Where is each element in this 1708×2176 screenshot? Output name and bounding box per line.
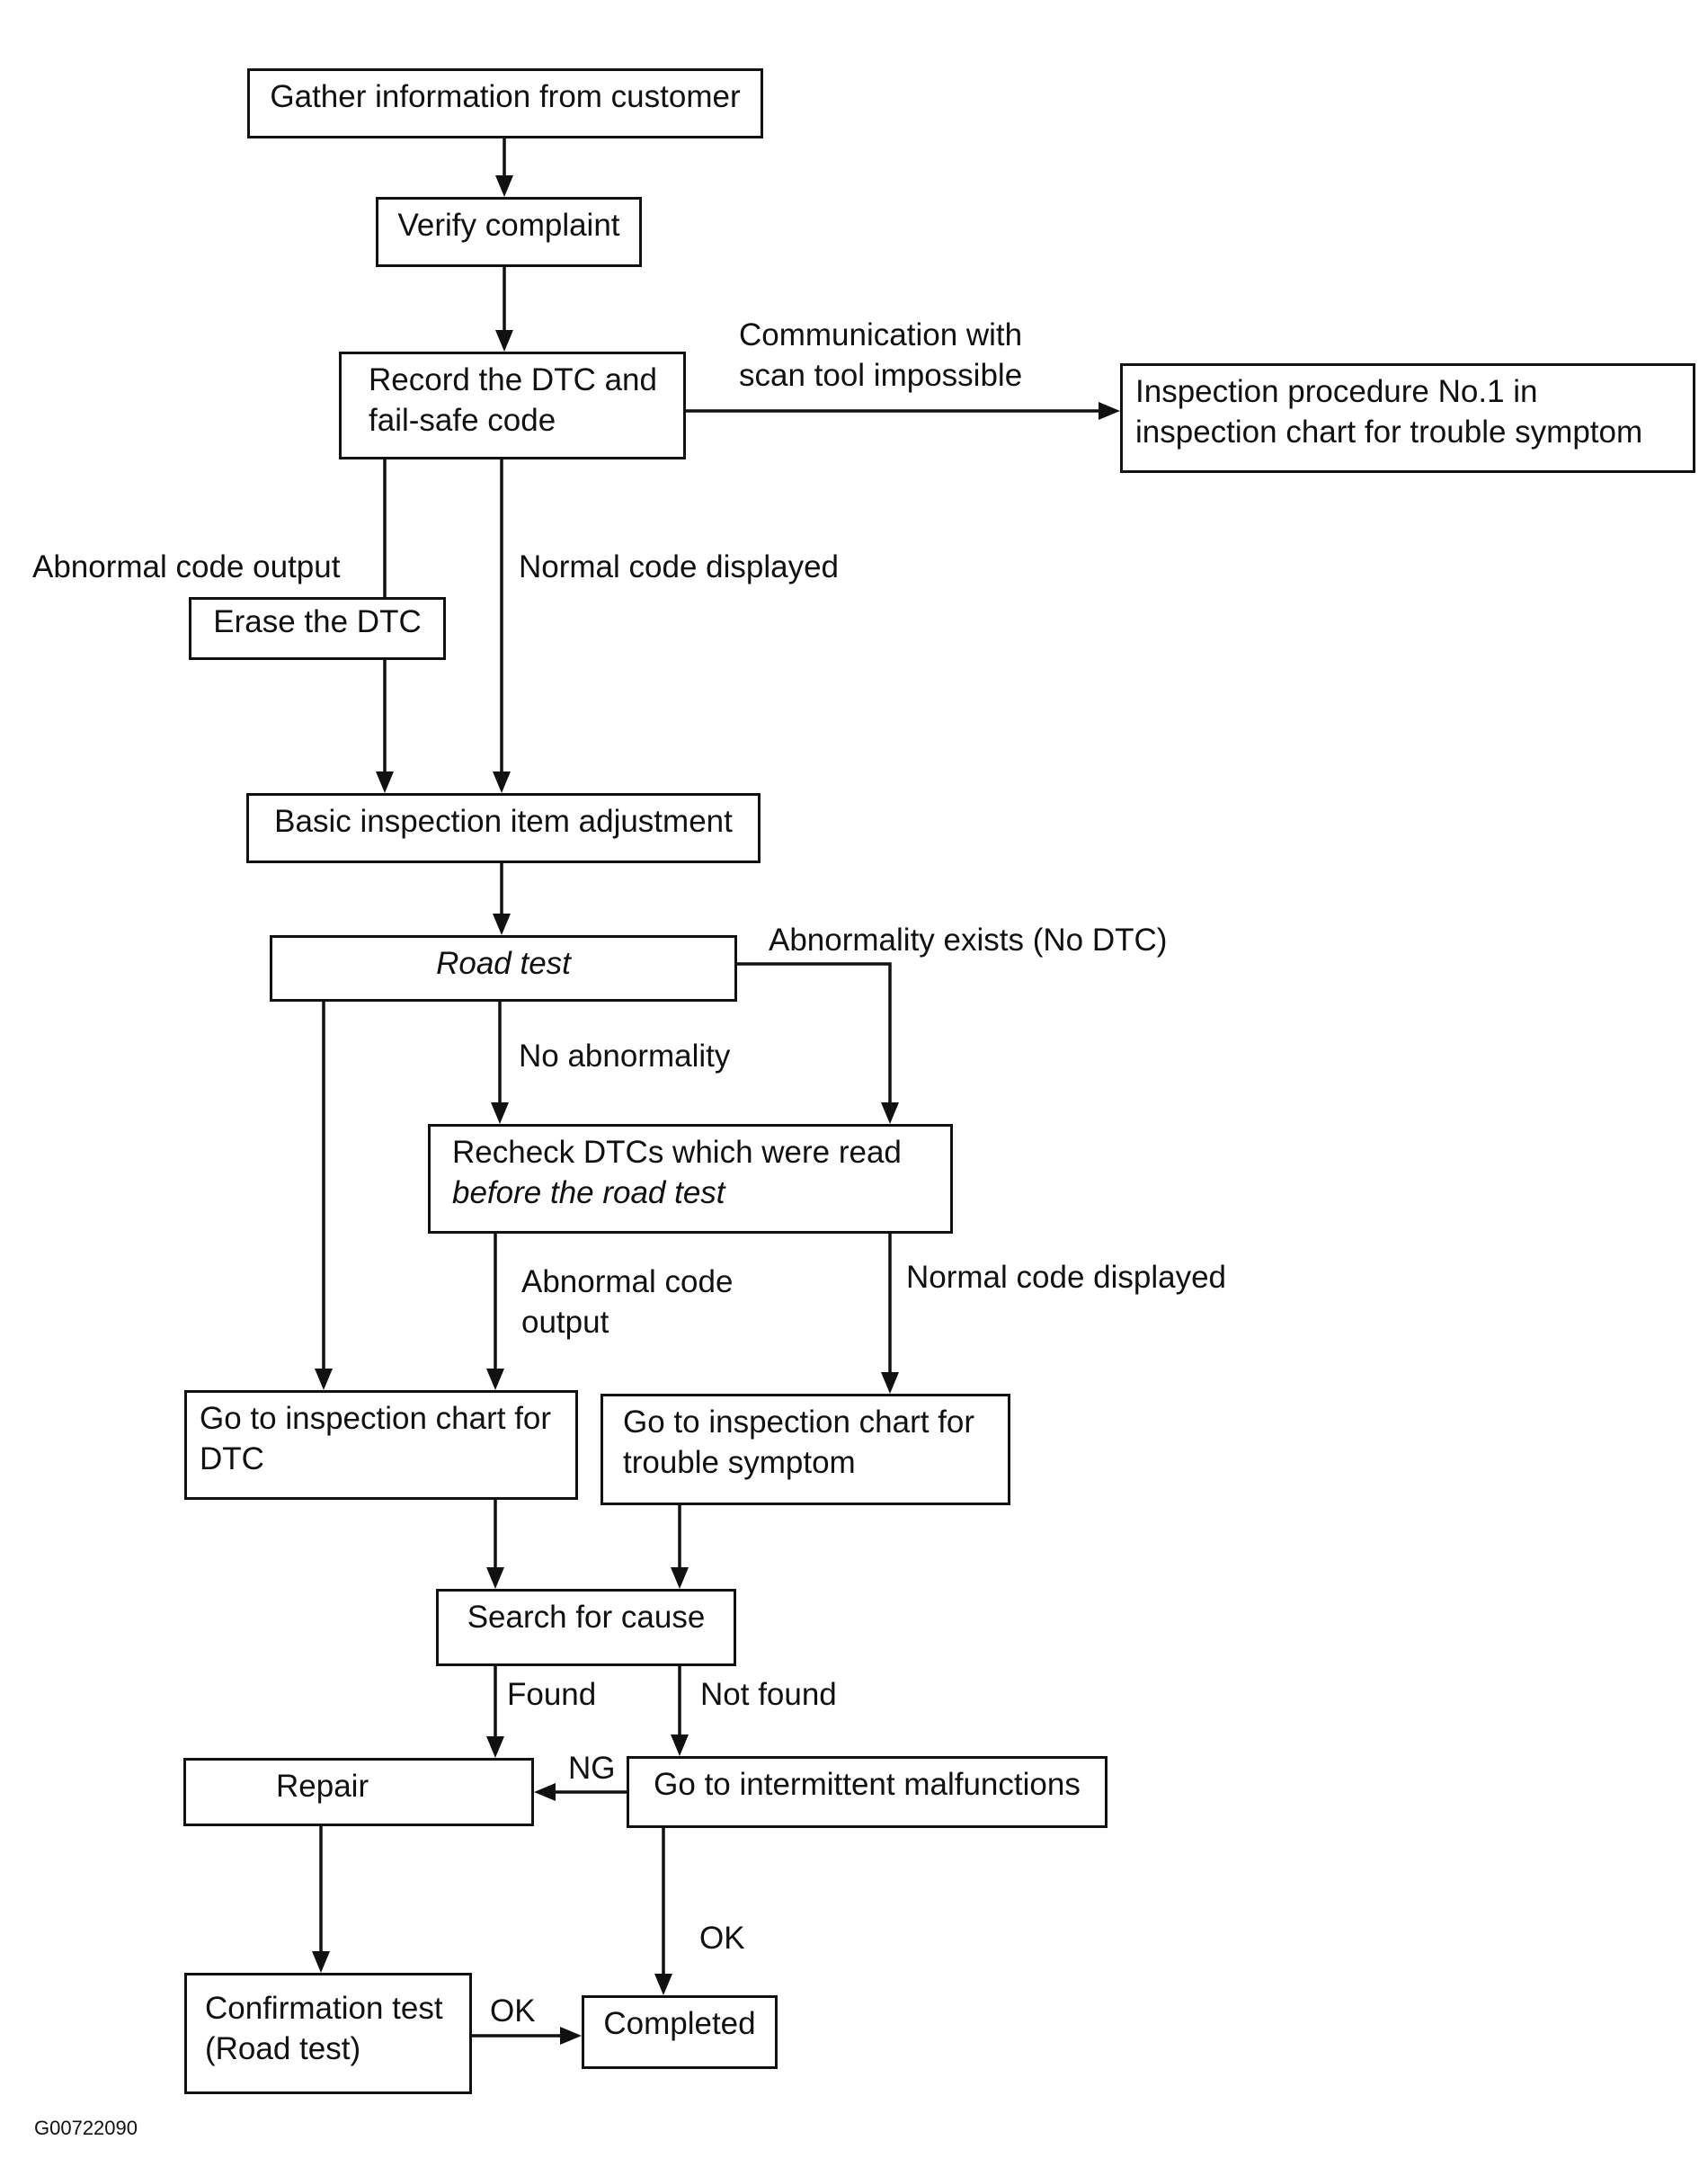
arrowhead xyxy=(486,1567,504,1589)
go-to-dtc-chart-box: Go to inspection chart for DTC xyxy=(184,1390,578,1500)
arrowhead xyxy=(881,1372,899,1394)
label-normal-code-displayed: Normal code displayed xyxy=(519,549,840,584)
arrow-intermittent-to-completed xyxy=(654,1828,672,1995)
arrow-repair-to-confirmation xyxy=(312,1826,330,1973)
arrowhead xyxy=(491,1102,509,1124)
arrow-confirmation-to-completed xyxy=(472,2027,582,2045)
record-dtc-box: Record the DTC and fail-safe code xyxy=(339,352,686,459)
arrowhead xyxy=(654,1974,672,1995)
arrow-gather-to-verify xyxy=(495,138,513,197)
label-found: Found xyxy=(507,1677,597,1712)
arrowhead xyxy=(671,1567,689,1589)
arrowhead xyxy=(495,330,513,352)
arrow-record-to-basic xyxy=(493,459,511,793)
basic-inspection-box: Basic inspection item adjustment xyxy=(246,793,761,863)
figure-id: G00722090 xyxy=(34,2117,138,2139)
recheck-dtcs-box: Recheck DTCs which were read before the … xyxy=(428,1124,953,1234)
confirmation-test-box: Confirmation test (Road test) xyxy=(184,1973,472,2094)
arrowhead xyxy=(671,1735,689,1756)
label-abnormal-code-output: Abnormal code output xyxy=(32,549,341,584)
label-abnormality-exists: Abnormality exists (No DTC) xyxy=(769,923,1168,958)
label-no-abnormality: No abnormality xyxy=(519,1039,731,1074)
arrow-intermittent-to-repair xyxy=(534,1783,627,1801)
road-test-box: Road test xyxy=(270,935,737,1002)
label-normal-code-displayed-2: Normal code displayed xyxy=(906,1260,1227,1295)
go-to-symptom-chart-box: Go to inspection chart for trouble sympt… xyxy=(600,1394,1010,1505)
arrow-search-to-repair xyxy=(486,1666,504,1758)
search-for-cause-box: Search for cause xyxy=(436,1589,736,1666)
arrowhead xyxy=(495,175,513,197)
arrow-symptom-chart-to-search xyxy=(671,1505,689,1589)
label-ok-2: OK xyxy=(490,1993,536,2029)
arrow-road-test-to-recheck-2 xyxy=(737,962,899,1124)
gather-info-box: Gather information from customer xyxy=(247,68,763,138)
label-comm-impossible: Communication with scan tool impossible xyxy=(739,317,1023,393)
arrowhead xyxy=(881,1102,899,1124)
arrow-road-test-to-dtc-chart xyxy=(315,1002,333,1390)
verify-complaint-box: Verify complaint xyxy=(376,197,642,267)
arrowhead xyxy=(493,914,511,935)
inspection-procedure-box: Inspection procedure No.1 in inspection … xyxy=(1120,363,1695,473)
arrow-verify-to-record xyxy=(495,267,513,352)
arrowhead xyxy=(486,1369,504,1390)
arrowhead xyxy=(312,1951,330,1973)
arrowhead xyxy=(560,2027,582,2045)
arrow-basic-to-road-test xyxy=(493,863,511,935)
arrow-recheck-to-symptom-chart xyxy=(881,1234,899,1394)
arrowhead xyxy=(486,1736,504,1758)
label-abnormal-code-output-2: Abnormal code output xyxy=(521,1264,734,1340)
label-not-found: Not found xyxy=(700,1677,837,1712)
arrowhead xyxy=(534,1783,556,1801)
repair-box: Repair xyxy=(183,1758,534,1826)
arrowhead xyxy=(1099,402,1120,420)
arrow-recheck-to-dtc-chart xyxy=(486,1234,504,1390)
arrowhead xyxy=(493,771,511,793)
arrow-erase-to-basic xyxy=(376,660,394,793)
completed-box: Completed xyxy=(582,1995,778,2069)
arrow-dtc-chart-to-search xyxy=(486,1500,504,1589)
arrow-road-test-to-recheck xyxy=(491,1002,509,1124)
arrowhead xyxy=(315,1369,333,1390)
arrowhead xyxy=(376,771,394,793)
label-ok-1: OK xyxy=(699,1921,745,1956)
erase-dtc-box: Erase the DTC xyxy=(189,597,446,660)
arrow-search-to-intermittent xyxy=(671,1666,689,1756)
arrow-record-to-inspection-proc xyxy=(686,402,1120,420)
intermittent-malfunctions-box: Go to intermittent malfunctions xyxy=(627,1756,1108,1828)
label-ng: NG xyxy=(568,1751,616,1786)
